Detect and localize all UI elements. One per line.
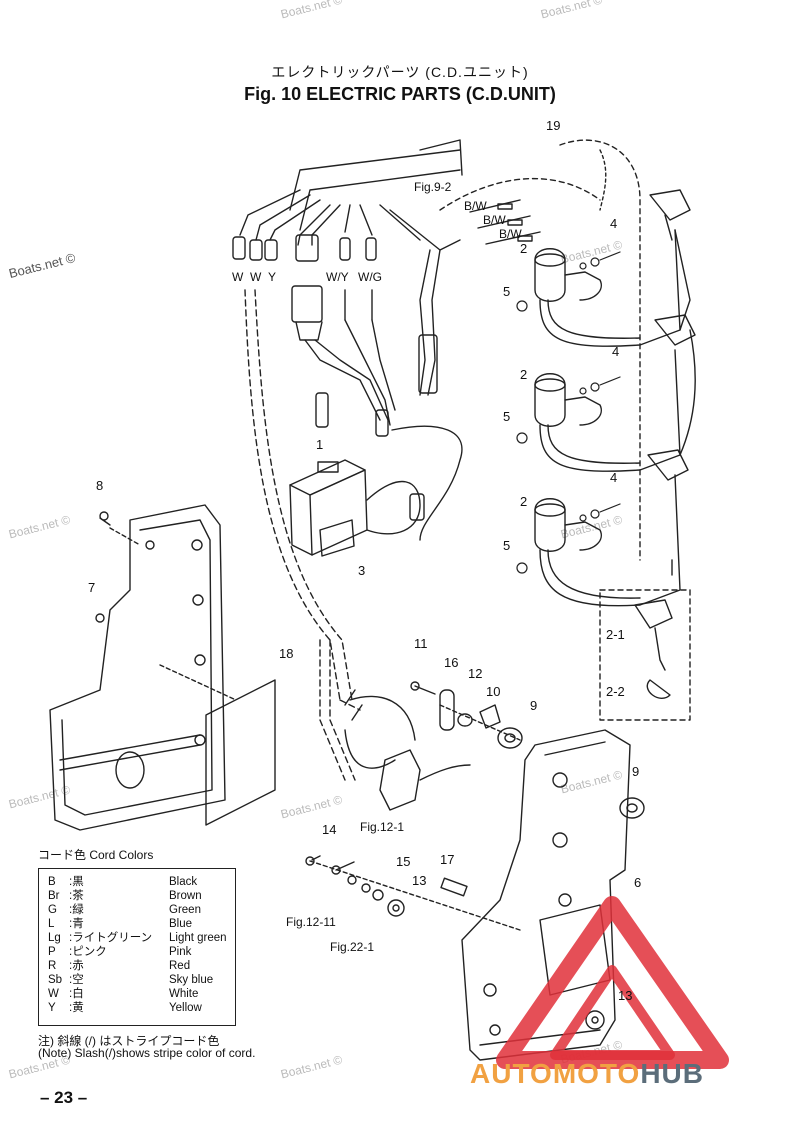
part-number: 16 <box>444 655 459 670</box>
fig-reference: Fig.12-11 <box>286 915 336 929</box>
cord-color-legend: B :黒 Black Br :茶 Brown G :緑 Green L :青 B… <box>38 868 236 1026</box>
part-number: 13 <box>412 873 427 888</box>
color-code: Sb <box>48 974 63 986</box>
wire-label: W <box>232 270 244 284</box>
legend-row: L :青 Blue <box>39 917 235 931</box>
fig-reference: Fig.22-1 <box>330 940 375 954</box>
part-number: 13 <box>618 988 633 1003</box>
legend-heading: コード色 Cord Colors <box>38 848 154 862</box>
legend-row: G :緑 Green <box>39 903 235 917</box>
part-number: 5 <box>503 538 511 553</box>
part-number: 2 <box>520 367 528 382</box>
part-number: 2 <box>520 241 528 256</box>
part-number: 6 <box>634 875 642 890</box>
legend-note-jp: 注) 斜線 (/) はストライプコード色 <box>38 1034 220 1048</box>
color-jp: :空 <box>69 974 84 986</box>
color-jp: :ピンク <box>69 946 107 958</box>
part-number: 5 <box>503 409 511 424</box>
part-number: 1 <box>316 437 324 452</box>
color-en: Blue <box>169 918 193 930</box>
part-number: 11 <box>414 636 428 651</box>
wire-label: B/W <box>483 213 506 227</box>
color-code: P <box>48 946 56 958</box>
part-number: 9 <box>530 698 538 713</box>
color-en: Red <box>169 960 191 972</box>
fig-reference: Fig.9-2 <box>414 180 452 194</box>
wire-label: W/G <box>358 270 382 284</box>
part-number: 2-2 <box>606 684 625 699</box>
color-jp: :茶 <box>69 890 84 902</box>
part-number: 7 <box>88 580 96 595</box>
fig-reference: Fig.12-1 <box>360 820 405 834</box>
title-jp: エレクトリックパーツ (C.D.ユニット) <box>271 64 529 80</box>
color-jp: :緑 <box>69 904 84 916</box>
color-code: Lg <box>48 932 61 944</box>
legend-row: Sb :空 Sky blue <box>39 973 235 987</box>
part-number: 3 <box>358 563 366 578</box>
part-number: 4 <box>612 344 620 359</box>
color-jp: :黒 <box>69 876 84 888</box>
color-en: Sky blue <box>169 974 214 986</box>
page-number: – 23 – <box>40 1088 88 1107</box>
color-en: Yellow <box>169 1002 202 1014</box>
color-en: Black <box>169 876 198 888</box>
color-en: Brown <box>169 890 202 902</box>
color-jp: :赤 <box>69 960 84 972</box>
part-number: 4 <box>610 216 618 231</box>
part-number: 10 <box>486 684 501 699</box>
color-jp: :青 <box>69 918 84 930</box>
color-code: B <box>48 876 56 888</box>
brand-text-part1: AUTOMOTO <box>470 1058 641 1089</box>
part-number: 15 <box>396 854 411 869</box>
part-number: 9 <box>632 764 640 779</box>
part-number: 19 <box>546 118 561 133</box>
color-code: Y <box>48 1002 56 1014</box>
wire-label: B/W <box>499 227 522 241</box>
part-number: 5 <box>503 284 511 299</box>
wire-label: B/W <box>464 199 487 213</box>
wire-label: W/Y <box>326 270 349 284</box>
color-code: W <box>48 988 59 1000</box>
legend-row: P :ピンク Pink <box>39 945 235 959</box>
page-title: Fig. 10 ELECTRIC PARTS (C.D.UNIT) <box>244 84 556 104</box>
part-number: 12 <box>468 666 483 681</box>
wire-label: W <box>250 270 262 284</box>
part-number: 14 <box>322 822 337 837</box>
legend-row: Y :黄 Yellow <box>39 1001 235 1015</box>
part-number: 4 <box>610 470 618 485</box>
part-number: 8 <box>96 478 104 493</box>
wire-label: Y <box>268 270 277 284</box>
legend-row: B :黒 Black <box>39 875 235 889</box>
color-code: L <box>48 918 55 930</box>
brand-logo: AUTOMOTOHUB <box>470 1058 704 1090</box>
part-number: 18 <box>279 646 294 661</box>
part-number: 2 <box>520 494 528 509</box>
color-jp: :ライトグリーン <box>69 932 153 944</box>
color-code: R <box>48 960 57 972</box>
color-code: Br <box>48 890 60 902</box>
legend-row: R :赤 Red <box>39 959 235 973</box>
color-en: Green <box>169 904 201 916</box>
color-en: Light green <box>169 932 227 944</box>
part-number: 2-1 <box>606 627 625 642</box>
color-jp: :黄 <box>69 1002 84 1014</box>
color-code: G <box>48 904 57 916</box>
legend-row: W :白 White <box>39 987 235 1001</box>
color-jp: :白 <box>69 988 84 1000</box>
legend-note-en: (Note) Slash(/)shows stripe color of cor… <box>38 1046 256 1060</box>
legend-row: Br :茶 Brown <box>39 889 235 903</box>
legend-row: Lg :ライトグリーン Light green <box>39 931 235 945</box>
color-en: Pink <box>169 946 192 958</box>
brand-text-part2: HUB <box>640 1058 704 1089</box>
color-en: White <box>169 988 199 1000</box>
part-number: 17 <box>440 852 455 867</box>
